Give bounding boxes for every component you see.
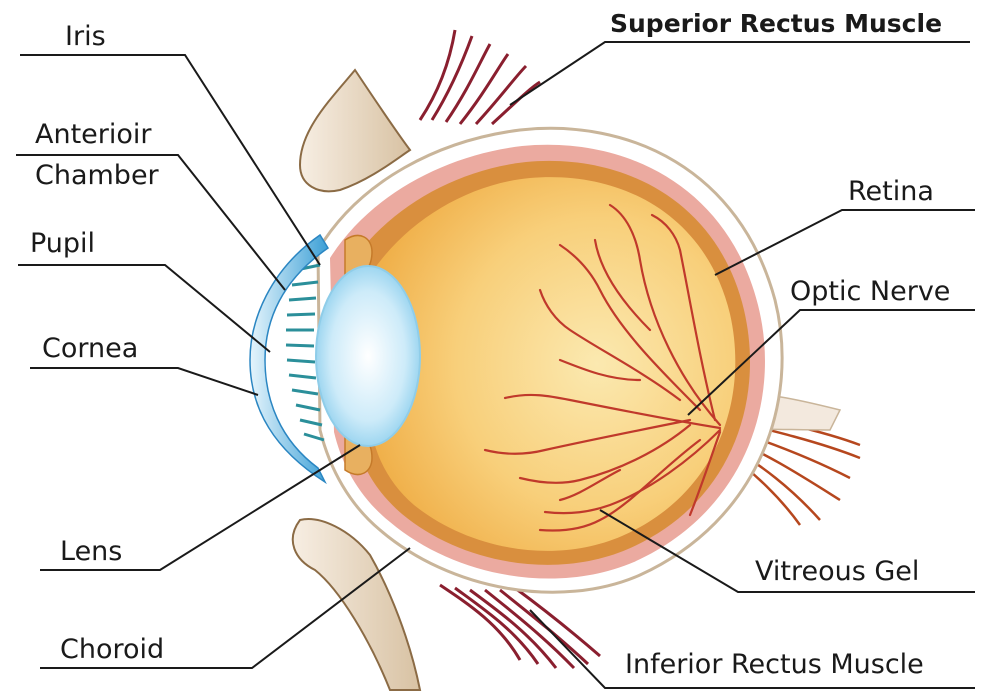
leader-superior-rectus: [510, 42, 970, 105]
label-optic-nerve: Optic Nerve: [790, 276, 950, 307]
label-anterior-chamber-line2: Chamber: [35, 160, 160, 191]
label-lens: Lens: [60, 536, 122, 567]
inferior-rectus-muscle: [440, 585, 600, 668]
label-cornea: Cornea: [42, 333, 138, 364]
label-choroid: Choroid: [60, 634, 164, 665]
leader-cornea: [30, 368, 258, 395]
lens-shape: [316, 266, 420, 446]
label-anterior-chamber-line1: Anterioir: [35, 119, 152, 150]
label-vitreous-gel: Vitreous Gel: [755, 556, 919, 587]
vitreous-body: [372, 177, 735, 551]
label-superior-rectus-muscle: Superior Rectus Muscle: [610, 9, 942, 38]
superior-rectus-muscle: [420, 30, 540, 124]
label-inferior-rectus-muscle: Inferior Rectus Muscle: [625, 649, 924, 680]
label-iris: Iris: [65, 21, 106, 52]
label-pupil: Pupil: [30, 228, 95, 259]
label-retina: Retina: [848, 176, 934, 207]
